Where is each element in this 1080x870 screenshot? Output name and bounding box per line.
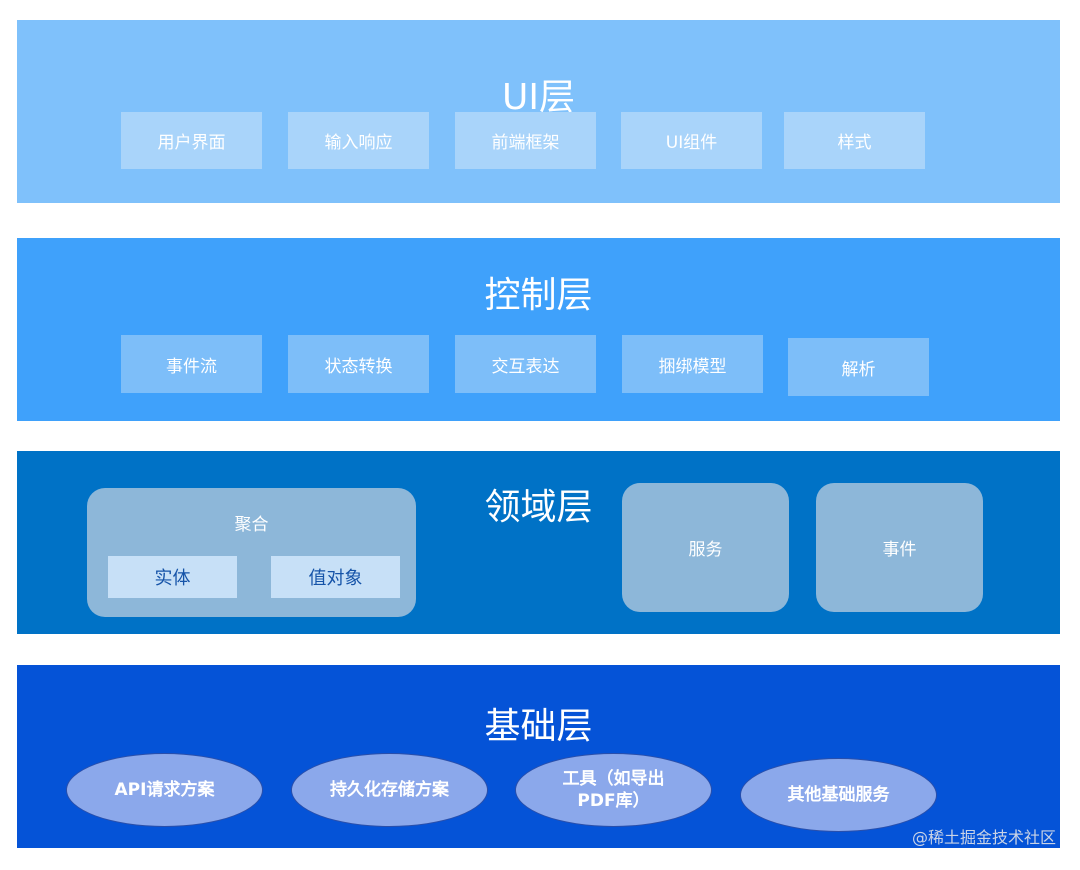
control-item-state-transition: 状态转换 (288, 335, 429, 393)
domain-layer: 领域层 聚合 实体 值对象 服务 事件 (17, 451, 1060, 634)
entity-box: 实体 (108, 556, 237, 598)
infrastructure-layer: 基础层 API请求方案 持久化存储方案 工具（如导出 PDF库） 其他基础服务 (17, 665, 1060, 848)
ui-item-frontend-framework: 前端框架 (455, 112, 596, 169)
ui-item-ui-components: UI组件 (621, 112, 762, 169)
service-box: 服务 (622, 483, 789, 612)
watermark: @稀土掘金技术社区 (911, 828, 1056, 847)
tools-ellipse: 工具（如导出 PDF库） (515, 753, 712, 827)
value-object-box: 值对象 (271, 556, 400, 598)
control-item-event-flow: 事件流 (121, 335, 262, 393)
ui-layer-title: UI层 (502, 77, 575, 118)
ui-item-input-response: 输入响应 (288, 112, 429, 169)
aggregate-label: 聚合 (234, 515, 269, 535)
ui-item-user-interface: 用户界面 (121, 112, 262, 169)
infrastructure-layer-title: 基础层 (484, 706, 593, 747)
control-layer-title: 控制层 (484, 275, 593, 316)
control-layer: 控制层 事件流 状态转换 交互表达 捆绑模型 解析 (17, 238, 1060, 421)
domain-layer-title: 领域层 (484, 487, 593, 528)
aggregate-container: 聚合 实体 值对象 (87, 488, 416, 617)
ui-item-styles: 样式 (784, 112, 925, 169)
control-item-interaction-expression: 交互表达 (455, 335, 596, 393)
persistent-storage-ellipse: 持久化存储方案 (291, 753, 488, 827)
ui-layer: UI层 用户界面 输入响应 前端框架 UI组件 样式 (17, 20, 1060, 203)
control-item-binding-model: 捆绑模型 (622, 335, 763, 393)
control-item-parsing: 解析 (788, 338, 929, 396)
other-services-ellipse: 其他基础服务 (740, 758, 937, 832)
event-box: 事件 (816, 483, 983, 612)
api-request-ellipse: API请求方案 (66, 753, 263, 827)
